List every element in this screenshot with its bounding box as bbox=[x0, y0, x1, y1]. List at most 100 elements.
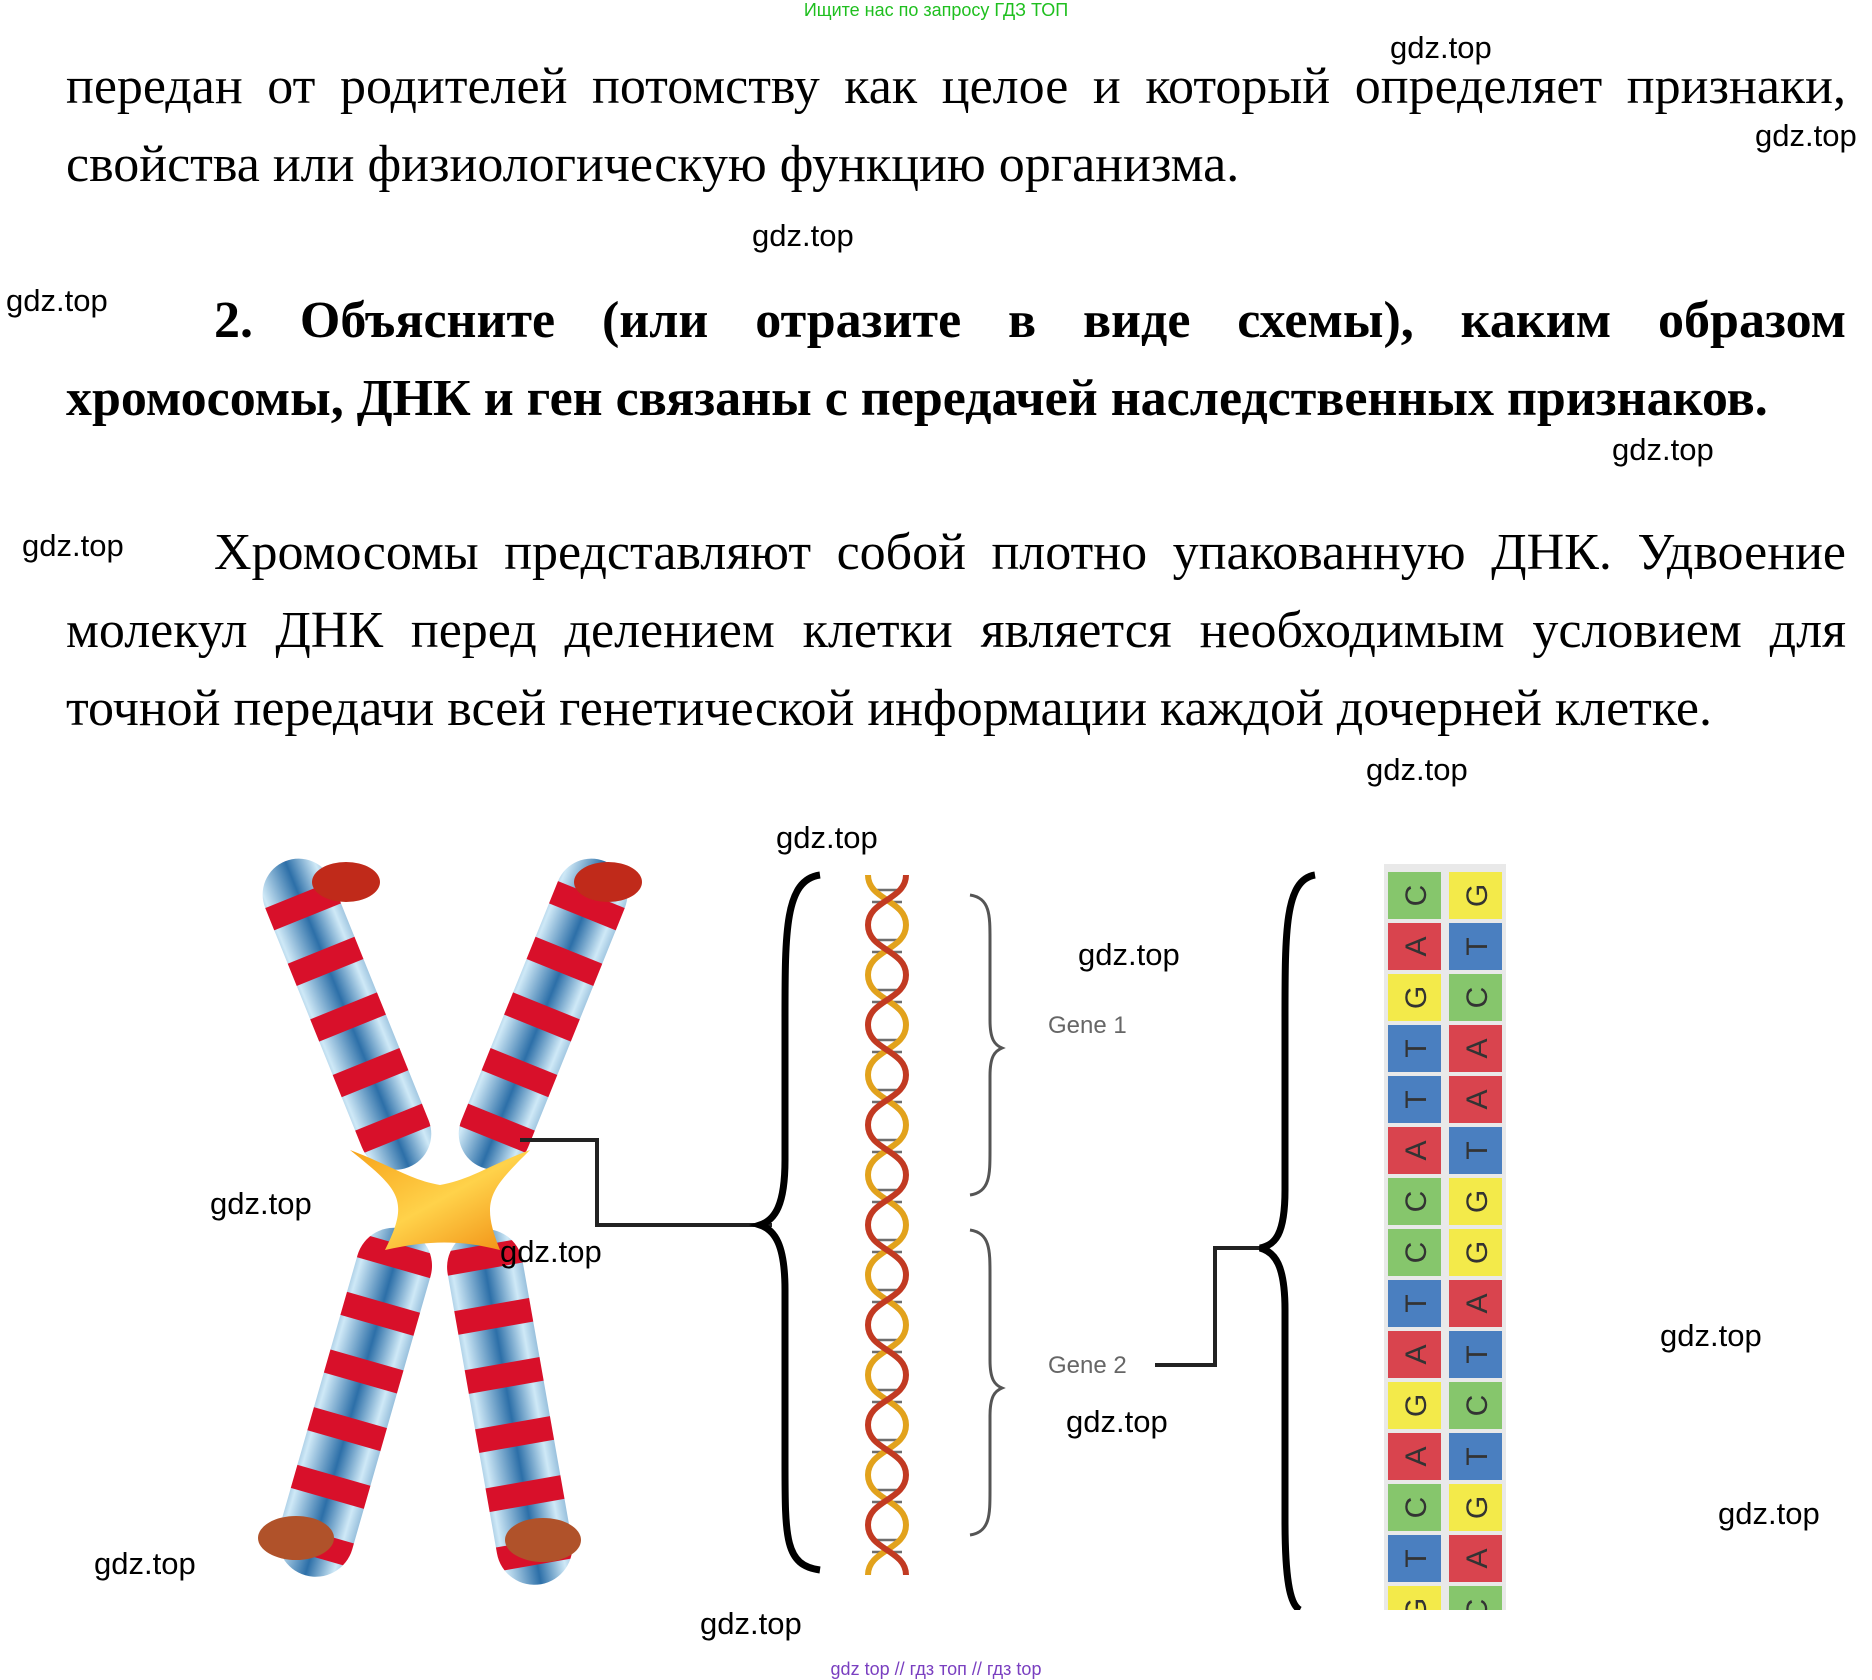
left-base-letter: A bbox=[1400, 1344, 1433, 1364]
right-base-letter: G bbox=[1461, 1190, 1494, 1213]
right-base-cell bbox=[1449, 1280, 1502, 1327]
diagram-svg: Gene 1 Gene 2 CAGTTACCTAGACTGGTCAATGGATC… bbox=[258, 858, 1506, 1610]
left-base-cell bbox=[1388, 1586, 1441, 1610]
watermark: gdz.top bbox=[500, 1234, 602, 1269]
watermark: gdz.top bbox=[6, 283, 108, 318]
chromatid-tip bbox=[258, 1516, 334, 1560]
right-base-cell bbox=[1449, 1178, 1502, 1225]
right-base-letter: G bbox=[1461, 1241, 1494, 1264]
right-base-cell bbox=[1449, 923, 1502, 970]
chromosome-illustration bbox=[258, 858, 642, 1585]
right-base-letter: C bbox=[1461, 1395, 1494, 1417]
watermark: gdz.top bbox=[752, 218, 854, 253]
left-base-letter: T bbox=[1400, 1039, 1433, 1057]
left-base-letter: G bbox=[1400, 986, 1433, 1009]
left-base-cell bbox=[1388, 974, 1441, 1021]
left-base-letter: G bbox=[1400, 1598, 1433, 1610]
left-base-letter: T bbox=[1400, 1549, 1433, 1567]
left-base-cell bbox=[1388, 923, 1441, 970]
dna-brace bbox=[748, 871, 821, 1574]
left-base-cell bbox=[1388, 1076, 1441, 1123]
right-base-cell bbox=[1449, 1382, 1502, 1429]
chromatid-tip bbox=[312, 862, 380, 902]
left-base-letter: C bbox=[1400, 885, 1433, 907]
centromere bbox=[350, 1150, 530, 1250]
watermark: gdz.top bbox=[1366, 752, 1468, 787]
left-base-letter: A bbox=[1400, 1140, 1433, 1160]
left-base-cell bbox=[1388, 1127, 1441, 1174]
watermark: gdz.top bbox=[1718, 1496, 1820, 1531]
intro-paragraph: передан от родителей потомству как целое… bbox=[66, 58, 1846, 193]
left-base-letter: C bbox=[1400, 1242, 1433, 1264]
chromatid-lower-right bbox=[447, 1229, 573, 1585]
gene2-brace bbox=[969, 1228, 1006, 1537]
dna-strand-red bbox=[864, 874, 910, 1576]
chromatid-upper-right bbox=[458, 858, 628, 1170]
left-base-cell bbox=[1388, 1025, 1441, 1072]
right-base-cell bbox=[1449, 1433, 1502, 1480]
left-base-letter: T bbox=[1400, 1294, 1433, 1312]
right-base-letter: C bbox=[1461, 1599, 1494, 1610]
base-pair-ladder: C A G T T A C C T A G A C T G G T C A A T G G A T C T G A C bbox=[1384, 864, 1506, 1610]
watermark: gdz.top bbox=[1660, 1318, 1762, 1353]
left-base-cell bbox=[1388, 1433, 1441, 1480]
left-base-letter: G bbox=[1400, 1394, 1433, 1417]
connector-line bbox=[1155, 1246, 1260, 1367]
gene2-label: Gene 2 bbox=[1048, 1352, 1127, 1379]
right-base-letter: T bbox=[1461, 1345, 1494, 1363]
left-base-cell bbox=[1388, 1484, 1441, 1531]
left-base-letter: C bbox=[1400, 1191, 1433, 1213]
right-base-cell bbox=[1449, 1331, 1502, 1378]
left-base-cell bbox=[1388, 872, 1441, 919]
dna-double-helix bbox=[864, 874, 910, 1576]
right-base-cell bbox=[1449, 1025, 1502, 1072]
watermark: gdz.top bbox=[1612, 432, 1714, 467]
right-base-letter: A bbox=[1461, 1089, 1494, 1109]
watermark: gdz.top bbox=[94, 1546, 196, 1581]
right-base-cell bbox=[1449, 974, 1502, 1021]
right-base-letter: T bbox=[1461, 937, 1494, 955]
bottom-banner: gdz top // гдз топ // гдз top bbox=[830, 1659, 1042, 1679]
right-base-cell bbox=[1449, 872, 1502, 919]
right-base-letter: A bbox=[1461, 1293, 1494, 1313]
right-base-cell bbox=[1449, 1535, 1502, 1582]
left-base-letter: A bbox=[1400, 936, 1433, 956]
right-base-letter: T bbox=[1461, 1141, 1494, 1159]
watermark: gdz.top bbox=[1066, 1404, 1168, 1439]
right-base-cell bbox=[1449, 1127, 1502, 1174]
left-base-cell bbox=[1388, 1382, 1441, 1429]
chromatid-tip bbox=[505, 1518, 581, 1562]
left-base-cell bbox=[1388, 1535, 1441, 1582]
right-base-letter: A bbox=[1461, 1548, 1494, 1568]
watermark: gdz.top bbox=[776, 820, 878, 855]
watermark: gdz.top bbox=[700, 1606, 802, 1641]
left-base-cell bbox=[1388, 1178, 1441, 1225]
answer-paragraph: Хромосомы представляют собой плотно упак… bbox=[66, 524, 1846, 737]
right-base-letter: A bbox=[1461, 1038, 1494, 1058]
watermark: gdz.top bbox=[22, 528, 124, 563]
watermark: gdz.top bbox=[210, 1186, 312, 1221]
right-base-letter: C bbox=[1461, 987, 1494, 1009]
top-banner: Ищите нас по запросу ГДЗ ТОП bbox=[803, 0, 1069, 20]
left-base-letter: T bbox=[1400, 1090, 1433, 1108]
left-base-letter: A bbox=[1400, 1446, 1433, 1466]
right-base-cell bbox=[1449, 1076, 1502, 1123]
right-base-letter: G bbox=[1461, 884, 1494, 907]
gene1-label: Gene 1 bbox=[1048, 1012, 1127, 1039]
right-base-cell bbox=[1449, 1484, 1502, 1531]
dna-strand-gold bbox=[864, 874, 910, 1576]
chromatid-lower-left bbox=[277, 1227, 433, 1577]
left-base-letter: C bbox=[1400, 1497, 1433, 1519]
question-heading: 2. Объясните (или отразите в виде схемы)… bbox=[66, 292, 1846, 427]
right-base-cell bbox=[1449, 1586, 1502, 1610]
right-base-letter: G bbox=[1461, 1496, 1494, 1519]
watermark: gdz.top bbox=[1078, 937, 1180, 972]
left-base-cell bbox=[1388, 1229, 1441, 1276]
right-base-letter: T bbox=[1461, 1447, 1494, 1465]
watermark: gdz.top bbox=[1390, 30, 1492, 65]
base-pairs-brace bbox=[1258, 871, 1316, 1610]
chromatid-tip bbox=[574, 862, 642, 902]
left-base-cell bbox=[1388, 1331, 1441, 1378]
